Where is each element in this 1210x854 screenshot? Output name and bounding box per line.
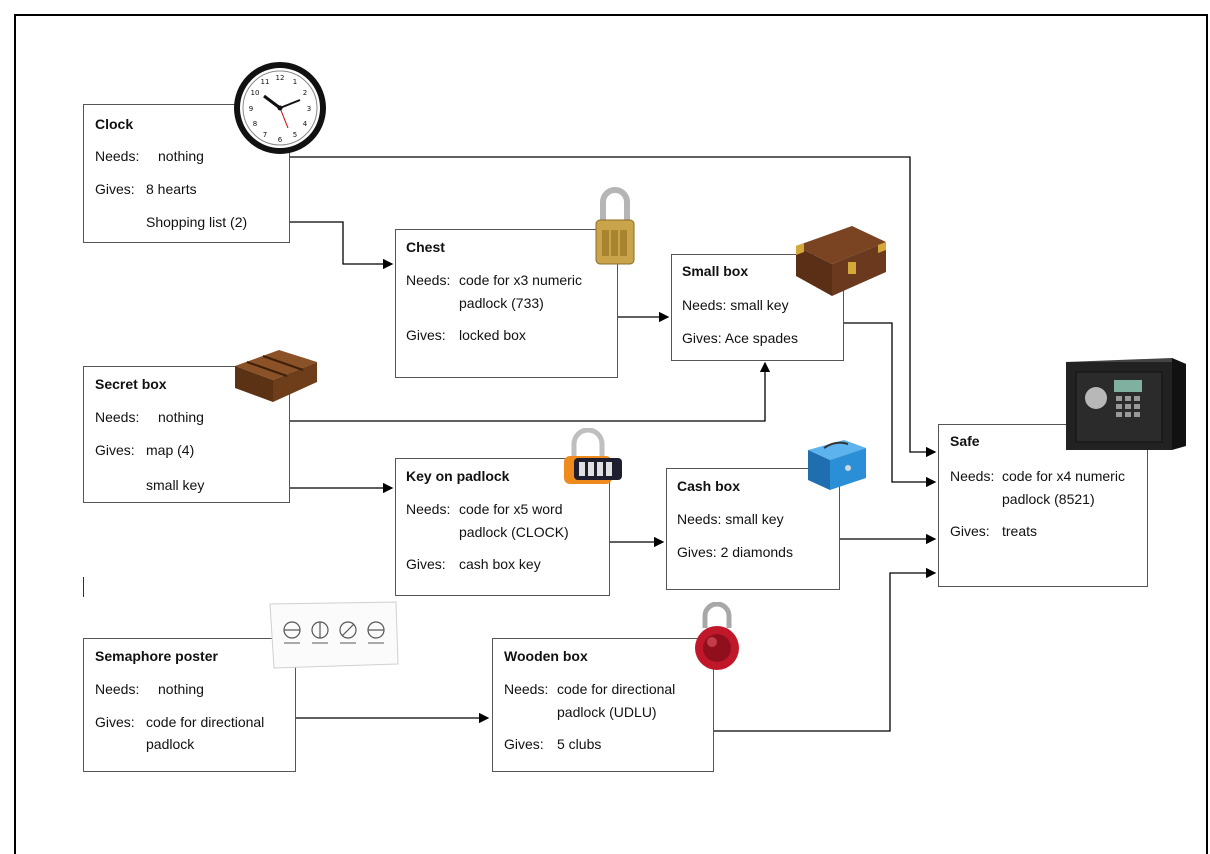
gives-label: Gives: <box>406 557 446 571</box>
svg-text:2: 2 <box>303 89 307 97</box>
gives-value: cash box key <box>459 557 541 571</box>
arrow-clock-to-chest <box>290 222 392 264</box>
brass-padlock-icon <box>593 186 637 268</box>
chest-node: Chest Needs: code for x3 numeric padlock… <box>395 229 618 378</box>
needs-label: Needs: <box>504 682 548 696</box>
svg-text:4: 4 <box>303 120 308 128</box>
needs-value: nothing <box>158 410 204 424</box>
node-title: Key on padlock <box>406 469 509 483</box>
needs-value: padlock (8521) <box>1002 492 1095 506</box>
gives-value: 8 hearts <box>146 182 197 196</box>
needs-value: code for directional <box>557 682 675 696</box>
needs-value: padlock (733) <box>459 296 544 310</box>
node-title: Secret box <box>95 377 167 391</box>
needs-label: Needs: <box>406 502 450 516</box>
gives-label: Gives: <box>95 182 135 196</box>
needs-value: padlock (UDLU) <box>557 705 657 719</box>
semaphore-poster-icon <box>268 600 400 670</box>
blue-cash-box-icon <box>804 434 870 494</box>
gives-label: Gives: <box>406 328 446 342</box>
node-title: Clock <box>95 117 133 131</box>
wooden-puzzle-box-icon <box>231 346 321 404</box>
arrow-woodenbox-to-safe <box>714 573 935 731</box>
needs-value: code for x5 word <box>459 502 563 516</box>
gives-label: Gives: <box>504 737 544 751</box>
svg-text:8: 8 <box>253 120 257 128</box>
gives-value: padlock <box>146 737 194 751</box>
needs-value: nothing <box>158 149 204 163</box>
svg-text:3: 3 <box>307 105 311 113</box>
node-title: Wooden box <box>504 649 588 663</box>
gives-label: Gives: <box>95 443 135 457</box>
gives-text: Gives: Ace spades <box>682 331 798 345</box>
node-title: Safe <box>950 434 980 448</box>
needs-value: code for x4 numeric <box>1002 469 1125 483</box>
svg-text:6: 6 <box>278 136 283 144</box>
gives-value: locked box <box>459 328 526 342</box>
needs-value: padlock (CLOCK) <box>459 525 569 539</box>
node-title: Semaphore poster <box>95 649 218 663</box>
gives-label: Gives: <box>95 715 135 729</box>
node-title: Chest <box>406 240 445 254</box>
svg-text:9: 9 <box>249 105 253 113</box>
needs-label: Needs: <box>95 149 139 163</box>
node-title: Cash box <box>677 479 740 493</box>
svg-text:11: 11 <box>261 78 270 86</box>
needs-label: Needs: <box>95 682 139 696</box>
needs-label: Needs: <box>950 469 994 483</box>
gives-value: code for directional <box>146 715 264 729</box>
gives-value: map (4) <box>146 443 194 457</box>
needs-text: Needs: small key <box>682 298 789 312</box>
red-directional-padlock-icon <box>692 602 742 674</box>
semaphore-poster-node: Semaphore poster Needs: nothing Gives: c… <box>83 638 296 772</box>
gives-value: Shopping list (2) <box>146 215 247 229</box>
gives-value: small key <box>146 478 204 492</box>
svg-text:12: 12 <box>276 74 285 82</box>
wooden-box-node: Wooden box Needs: code for directional p… <box>492 638 714 772</box>
treasure-chest-icon <box>792 222 890 300</box>
needs-value: code for x3 numeric <box>459 273 582 287</box>
svg-text:10: 10 <box>251 89 260 97</box>
node-title: Small box <box>682 264 748 278</box>
needs-value: nothing <box>158 682 204 696</box>
gives-value: treats <box>1002 524 1037 538</box>
needs-text: Needs: small key <box>677 512 784 526</box>
gives-value: 5 clubs <box>557 737 601 751</box>
needs-label: Needs: <box>95 410 139 424</box>
svg-text:1: 1 <box>293 78 297 86</box>
needs-label: Needs: <box>406 273 450 287</box>
word-padlock-icon <box>560 428 626 488</box>
svg-text:7: 7 <box>263 131 267 139</box>
gives-label: Gives: <box>950 524 990 538</box>
gives-text: Gives: 2 diamonds <box>677 545 793 559</box>
svg-text:5: 5 <box>293 131 297 139</box>
digital-safe-icon <box>1062 354 1188 452</box>
